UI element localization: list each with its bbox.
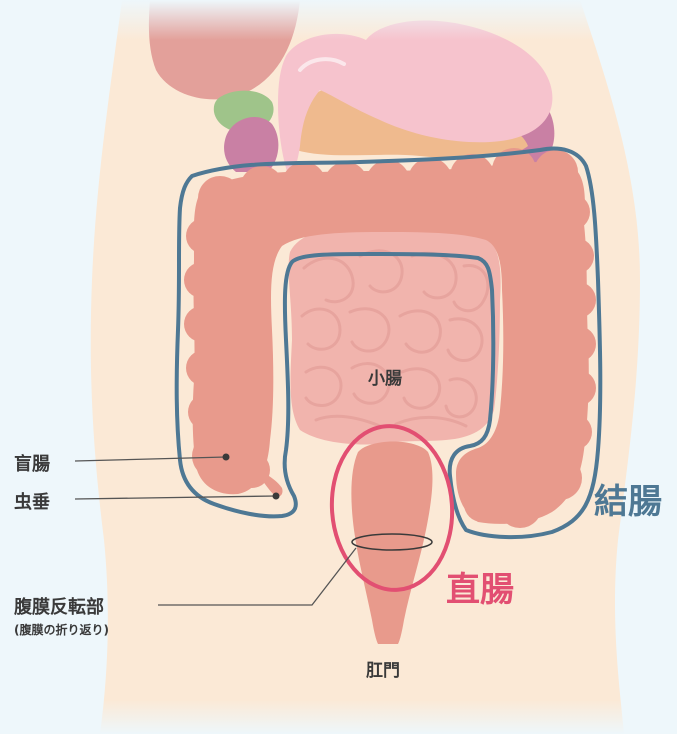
top-fade bbox=[0, 0, 677, 40]
appendix-label: 虫垂 bbox=[14, 488, 50, 514]
colon-label: 結腸 bbox=[594, 474, 662, 523]
small-intestine-label: 小腸 bbox=[368, 364, 402, 389]
anus-label: 肛門 bbox=[366, 656, 400, 681]
cecum-dot bbox=[223, 454, 230, 461]
rectum-label: 直腸 bbox=[446, 562, 514, 611]
peritoneal-reflection-label: 腹膜反転部 bbox=[14, 593, 104, 619]
bottom-fade bbox=[0, 700, 677, 734]
peritoneal-reflection-note: (腹膜の折り返り) bbox=[14, 621, 109, 638]
appendix-dot bbox=[273, 493, 280, 500]
cecum-label: 盲腸 bbox=[14, 450, 50, 476]
